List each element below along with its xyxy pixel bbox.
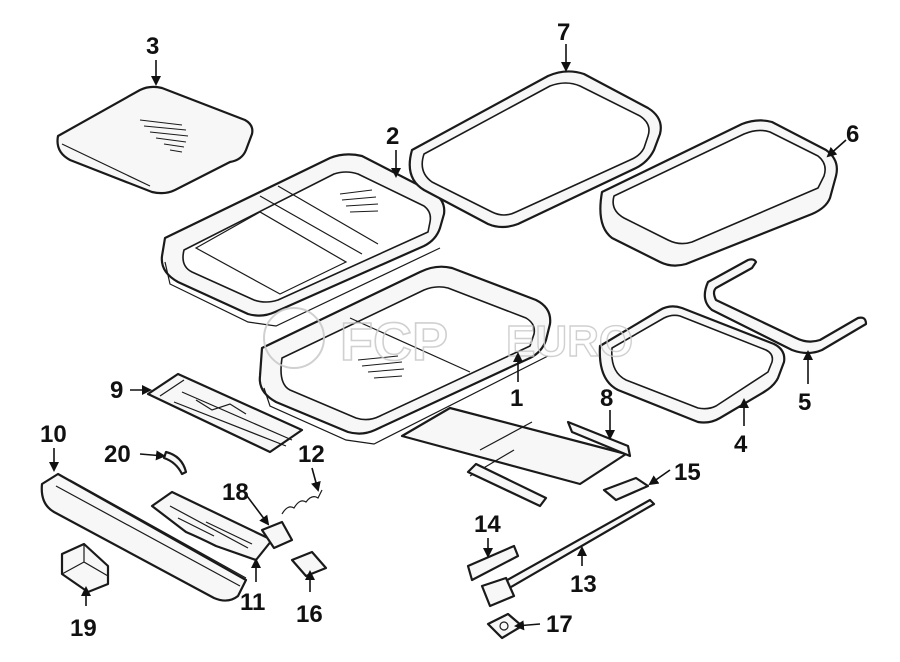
part-9-deflector	[146, 372, 304, 454]
callout-8: 8	[600, 385, 613, 412]
callout-11: 11	[240, 589, 265, 616]
part-20-clip	[162, 450, 188, 476]
callout-2: 2	[386, 123, 399, 150]
part-19-motor	[60, 542, 110, 594]
part-2-sunroof-frame	[160, 153, 446, 327]
callout-13: 13	[570, 571, 597, 598]
part-16-bracket	[290, 550, 328, 578]
callout-3: 3	[146, 33, 159, 60]
part-12-spring	[281, 489, 323, 515]
callout-18: 18	[222, 479, 249, 506]
callout-10: 10	[40, 421, 67, 448]
callout-17: 17	[546, 611, 573, 638]
callout-14: 14	[474, 511, 501, 538]
part-5-seal-strip	[703, 258, 868, 355]
part-11-cover	[150, 490, 274, 562]
part-15-slider	[602, 476, 650, 502]
callout-leaders	[49, 44, 847, 631]
fcp-euro-watermark: FCP EURO	[263, 307, 634, 373]
callout-5: 5	[798, 389, 811, 416]
part-14-guide	[466, 544, 520, 582]
callout-20: 20	[104, 441, 131, 468]
callout-16: 16	[296, 601, 323, 628]
part-4-seal	[598, 305, 786, 424]
part-7-seal	[408, 70, 662, 229]
part-6-panel-frame	[599, 119, 838, 267]
part-10-cross-member	[40, 472, 248, 602]
watermark-suffix: EURO	[506, 317, 633, 366]
part-17-mount	[486, 612, 524, 640]
callout-4: 4	[734, 431, 748, 458]
callout-19: 19	[70, 615, 97, 642]
callout-7: 7	[557, 19, 570, 46]
part-8-sunshade	[400, 406, 632, 508]
callout-1: 1	[510, 385, 523, 412]
callout-12: 12	[298, 441, 325, 468]
callout-numbers: 3 2 7 6 1 5 4 8 9 10 20 12 18 11 16 19 1…	[40, 19, 859, 642]
callout-6: 6	[846, 121, 859, 148]
part-13-cable	[480, 498, 656, 608]
callout-9: 9	[110, 377, 123, 404]
callout-15: 15	[674, 459, 701, 486]
part-1-frame-assembly	[258, 265, 552, 445]
part-3-glass-panel	[56, 85, 254, 195]
watermark-brand: FCP	[340, 312, 448, 372]
part-18-clip	[260, 520, 294, 550]
